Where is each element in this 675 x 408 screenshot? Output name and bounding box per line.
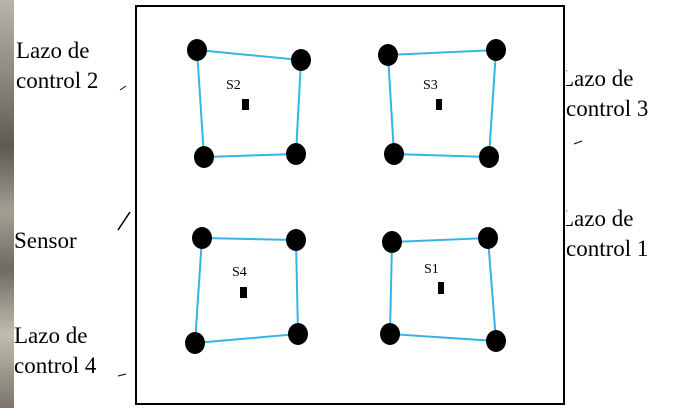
caption-control-loop-1: Lazo de control 1	[566, 204, 675, 264]
caption-control-loop-3: Lazo de control 3	[566, 64, 675, 124]
sensor-s1-marker	[438, 282, 444, 294]
actuator-node	[486, 330, 506, 352]
sensor-label-s3: S3	[423, 78, 438, 93]
actuator-node	[479, 146, 499, 168]
loop-3-pointer	[573, 140, 583, 145]
actuator-node	[286, 143, 306, 165]
actuator-node	[288, 323, 308, 345]
actuator-node	[286, 229, 306, 251]
sensor-s4-marker	[240, 287, 247, 298]
background-photo-edge	[0, 0, 14, 408]
control-loop-4: S4	[185, 227, 308, 354]
sensor-label-s2: S2	[226, 78, 241, 93]
sensor-label-s4: S4	[232, 265, 247, 280]
sensor-label-s1: S1	[424, 262, 439, 277]
sensor-pointer	[117, 211, 131, 231]
actuator-node	[192, 227, 212, 249]
loop-4-pointer	[117, 373, 127, 377]
actuator-node	[486, 39, 506, 61]
actuator-node	[378, 44, 398, 66]
actuator-node	[194, 146, 214, 168]
loop-2-pointer	[119, 85, 127, 91]
control-loop-3: S3	[378, 39, 506, 168]
caption-control-loop-2: Lazo de control 2	[16, 36, 99, 96]
sensor-s3-marker	[436, 99, 442, 110]
control-loop-1: S1	[380, 227, 506, 352]
actuator-node	[384, 143, 404, 165]
actuator-node	[380, 323, 400, 345]
control-loop-2: S2	[187, 39, 311, 168]
caption-control-loop-4: Lazo de control 4	[14, 321, 101, 381]
caption-sensor: Sensor	[14, 226, 77, 256]
actuator-node	[291, 49, 311, 71]
actuator-node	[187, 39, 207, 61]
actuator-node	[185, 332, 205, 354]
actuator-node	[478, 227, 498, 249]
actuator-node	[382, 231, 402, 253]
sensor-s2-marker	[242, 99, 249, 110]
